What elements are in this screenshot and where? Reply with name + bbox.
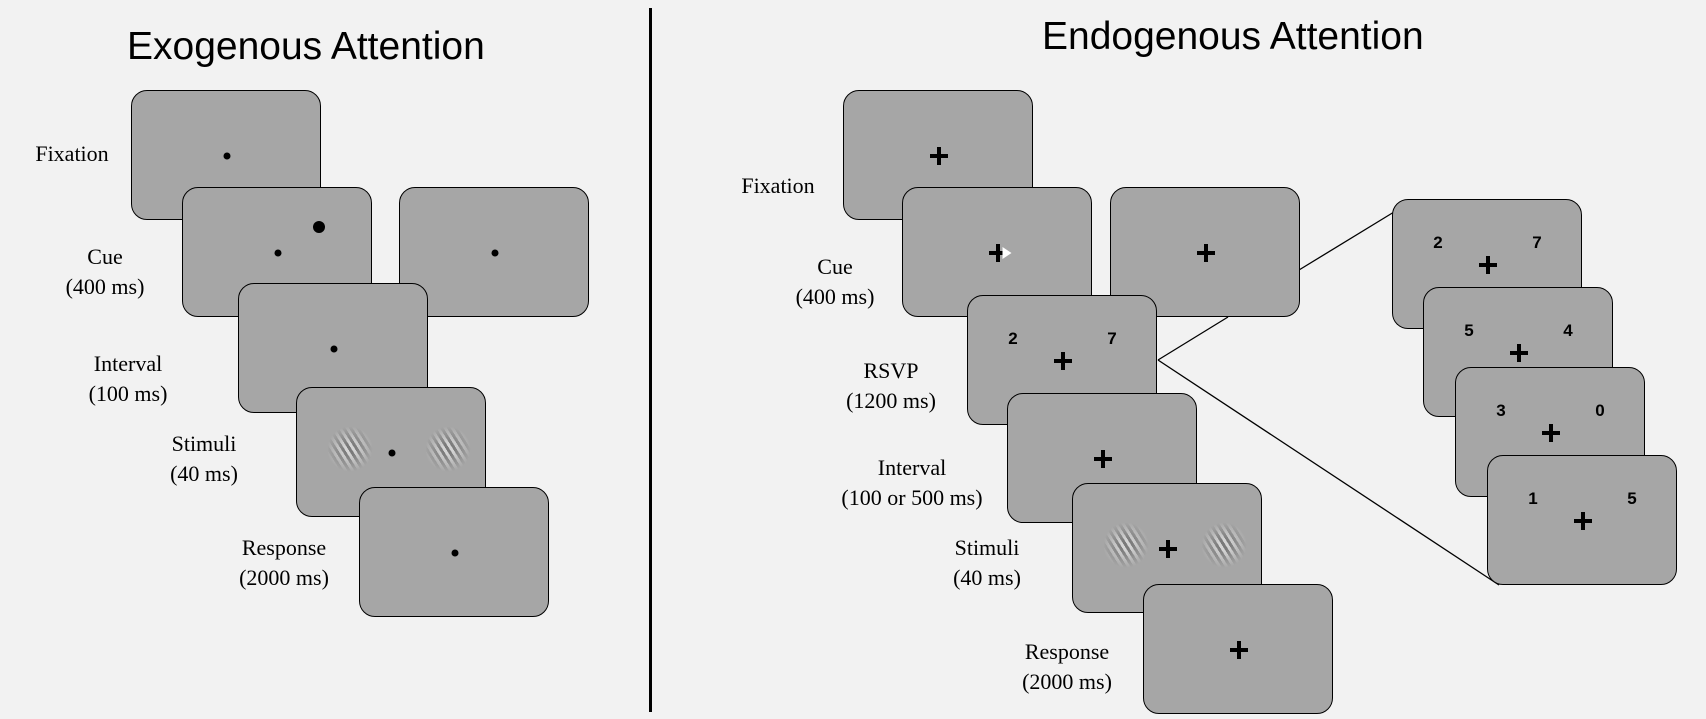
fixation-cross (1054, 352, 1072, 370)
fixation-cross (1574, 512, 1592, 530)
fixation-dot (388, 449, 396, 457)
fixation-dot (491, 249, 499, 257)
fixation-cross (1094, 450, 1112, 468)
endo-stimuli-screen (1072, 483, 1262, 613)
endo-label-response: Response (2000 ms) (1022, 639, 1112, 694)
exo-label-interval: Interval (100 ms) (88, 351, 168, 406)
fixation-cross (989, 244, 1007, 262)
fixation-cross (930, 147, 948, 165)
endogenous-title: Endogenous Attention (1042, 15, 1424, 58)
exo-cue-screen-alt (399, 187, 589, 317)
peripheral-cue-dot (313, 221, 325, 233)
endo-label-stimuli: Stimuli (40 ms) (953, 535, 1021, 590)
exo-label-fixation: Fixation (35, 141, 109, 166)
rsvp-digit-right: 7 (1107, 329, 1117, 348)
exo-label-stimuli: Stimuli (40 ms) (170, 431, 238, 486)
endo-label-rsvp: RSVP (1200 ms) (846, 358, 936, 413)
rsvp-digit-right: 0 (1595, 401, 1605, 420)
exo-label-cue: Cue (400 ms) (65, 244, 145, 299)
exo-label-response: Response (2000 ms) (239, 535, 329, 590)
fixation-dot (223, 152, 231, 160)
endo-label-interval: Interval (100 or 500 ms) (841, 455, 983, 510)
fixation-cross (1510, 344, 1528, 362)
endo-label-fixation: Fixation (741, 173, 815, 198)
endo-response-screen (1143, 584, 1333, 714)
fixation-cross (1197, 244, 1215, 262)
gabor-right (1201, 522, 1247, 568)
rsvp-digit-left: 2 (1433, 233, 1443, 252)
fixation-dot (451, 549, 459, 557)
rsvp-digit-left: 2 (1008, 329, 1018, 348)
rsvp-digit-right: 4 (1563, 321, 1573, 340)
panel-divider (649, 8, 652, 712)
fixation-cross (1479, 256, 1497, 274)
rsvp-stream-frame: 1 5 (1487, 455, 1677, 585)
fixation-cross (1230, 641, 1248, 659)
fixation-dot (330, 345, 338, 353)
exogenous-title: Exogenous Attention (127, 25, 485, 68)
rsvp-digit-left: 3 (1496, 401, 1506, 420)
fixation-cross (1542, 424, 1560, 442)
gabor-left (1103, 522, 1149, 568)
gabor-left (327, 426, 373, 472)
fixation-cross (1159, 540, 1177, 558)
rsvp-digit-right: 7 (1532, 233, 1542, 252)
rsvp-digit-right: 5 (1627, 489, 1637, 508)
rsvp-digit-left: 5 (1464, 321, 1474, 340)
central-cue-arrow (1002, 247, 1012, 259)
fixation-dot (274, 249, 282, 257)
rsvp-digit-left: 1 (1528, 489, 1538, 508)
endo-label-cue: Cue (400 ms) (795, 254, 875, 309)
gabor-right (425, 426, 471, 472)
exo-response-screen (359, 487, 549, 617)
